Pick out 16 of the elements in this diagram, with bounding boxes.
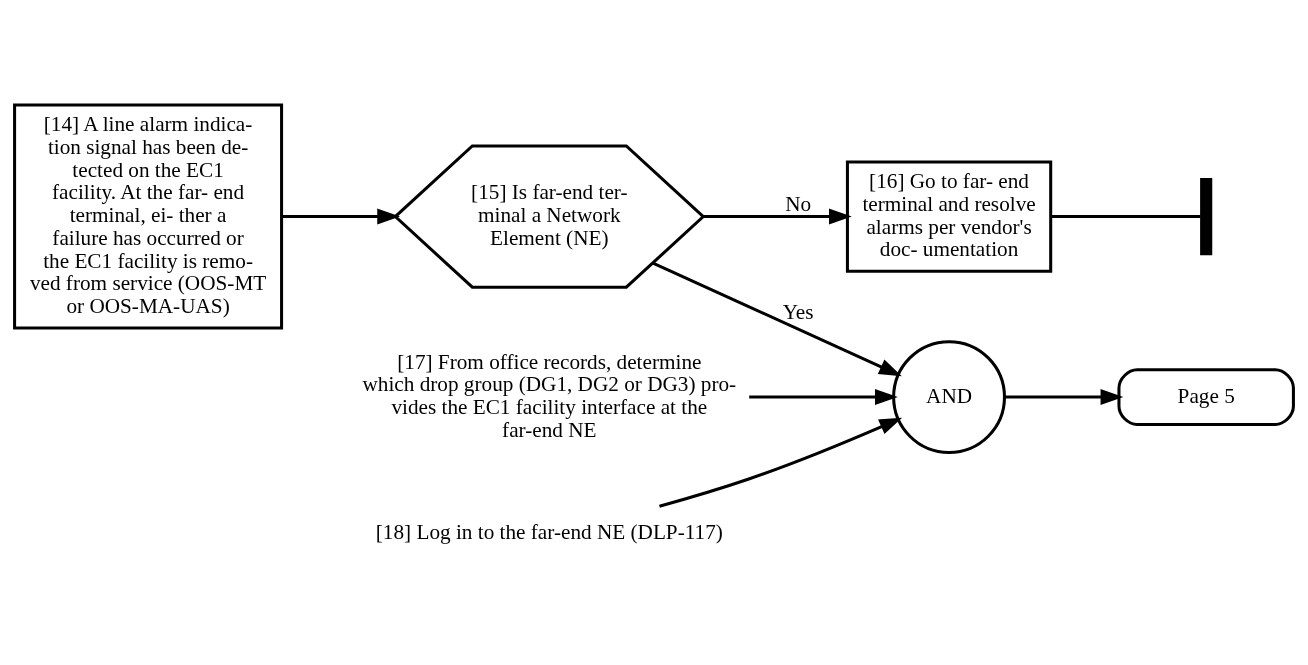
node-bar <box>1200 177 1213 255</box>
arrow <box>1005 388 1124 405</box>
node-box: [16] Go to far- end terminal and resolve alarms per vendor's doc- umentation <box>845 159 1053 273</box>
node-box: Page 5 <box>1117 367 1295 426</box>
arrow <box>659 417 903 508</box>
arrow <box>703 208 852 225</box>
node-text: [18] Log in to the far-end NE (DLP-117) <box>375 519 723 544</box>
arrow <box>652 261 902 376</box>
node-box: [14] A line alarm indica- tion signal has been de- tected on the EC1 facility. At the far- end terminal, ei- ther a failure has occurred or the EC1 facility is remo- ved from service (OOS-MT or OOS-MA-UAS) <box>13 103 284 330</box>
node-circle: AND <box>892 339 1006 454</box>
arrow <box>281 208 401 225</box>
edge-label: No <box>785 191 812 216</box>
connector <box>1051 214 1201 218</box>
edge-label: Yes <box>782 299 814 324</box>
node-text: [17] From office records, determine which drop group (DG1, DG2 or DG3) pro- vides the EC1 facility interface at the far-end NE <box>362 349 737 442</box>
arrow <box>749 388 898 405</box>
